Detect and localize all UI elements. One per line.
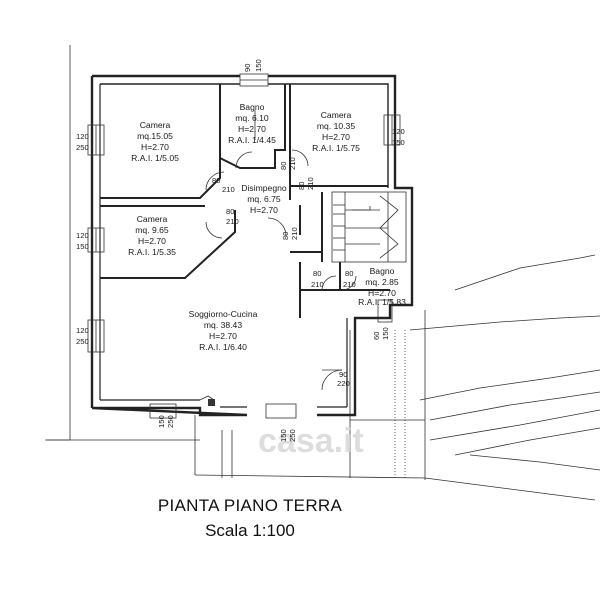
svg-text:R.A.I. 1/5.83: R.A.I. 1/5.83 — [358, 297, 406, 307]
svg-text:R.A.I. 1/5.05: R.A.I. 1/5.05 — [131, 153, 179, 163]
svg-text:Camera: Camera — [140, 120, 171, 130]
svg-text:80: 80 — [226, 207, 234, 216]
watermark: casa.it — [258, 422, 364, 460]
svg-text:H=2.70: H=2.70 — [238, 124, 266, 134]
svg-text:H=2.70: H=2.70 — [368, 288, 396, 298]
svg-text:H=2.70: H=2.70 — [209, 331, 237, 341]
svg-text:220: 220 — [337, 379, 350, 388]
svg-text:210: 210 — [226, 217, 239, 226]
svg-text:250: 250 — [76, 337, 89, 346]
room-camera-2: Camera mq. 10.35 H=2.70 R.A.I. 1/5.75 — [312, 110, 360, 153]
svg-text:60: 60 — [372, 332, 381, 340]
interior-walls — [100, 84, 390, 318]
svg-text:mq. 38.43: mq. 38.43 — [204, 320, 242, 330]
svg-text:250: 250 — [288, 429, 297, 442]
door-swings — [205, 149, 357, 391]
svg-text:210: 210 — [288, 157, 297, 170]
svg-text:210: 210 — [306, 177, 315, 190]
svg-text:120: 120 — [76, 326, 89, 335]
plan-title: PIANTA PIANO TERRA — [157, 496, 343, 515]
svg-text:R.A.I. 1/5.35: R.A.I. 1/5.35 — [128, 247, 176, 257]
svg-text:150: 150 — [381, 327, 390, 340]
room-soggiorno-cucina: Soggiorno-Cucina mq. 38.43 H=2.70 R.A.I.… — [189, 309, 258, 352]
staircase — [331, 191, 407, 263]
svg-text:mq.15.05: mq.15.05 — [137, 131, 173, 141]
svg-text:80: 80 — [313, 269, 321, 278]
svg-text:120: 120 — [392, 127, 405, 136]
room-camera-1: Camera mq.15.05 H=2.70 R.A.I. 1/5.05 — [131, 120, 179, 163]
svg-text:120: 120 — [76, 132, 89, 141]
room-bagno-2: Bagno mq. 2.85 H=2.70 R.A.I. 1/5.83 — [358, 266, 406, 307]
svg-text:Bagno: Bagno — [240, 102, 265, 112]
svg-text:80: 80 — [281, 232, 290, 240]
site-lines — [45, 45, 601, 501]
svg-text:150: 150 — [157, 415, 166, 428]
svg-text:R.A.I. 1/5.75: R.A.I. 1/5.75 — [312, 143, 360, 153]
svg-text:mq. 2.85: mq. 2.85 — [365, 277, 399, 287]
svg-text:H=2.70: H=2.70 — [250, 205, 278, 215]
svg-text:210: 210 — [290, 227, 299, 240]
svg-text:150: 150 — [279, 429, 288, 442]
svg-text:150: 150 — [392, 138, 405, 147]
plan-scale: Scala 1:100 — [205, 521, 295, 540]
svg-text:Soggiorno-Cucina: Soggiorno-Cucina — [189, 309, 258, 319]
svg-text:250: 250 — [76, 143, 89, 152]
svg-text:80: 80 — [212, 176, 220, 185]
svg-text:mq. 9.65: mq. 9.65 — [135, 225, 169, 235]
svg-text:R.A.I. 1/6.40: R.A.I. 1/6.40 — [199, 342, 247, 352]
outer-walls — [90, 74, 414, 417]
svg-text:Camera: Camera — [321, 110, 352, 120]
svg-text:120: 120 — [76, 231, 89, 240]
svg-text:210: 210 — [343, 280, 356, 289]
svg-text:Disimpegno: Disimpegno — [241, 183, 287, 193]
svg-text:Camera: Camera — [137, 214, 168, 224]
svg-text:80: 80 — [297, 182, 306, 190]
room-disimpegno: Disimpegno mq. 6.75 H=2.70 — [241, 183, 287, 215]
svg-text:90: 90 — [339, 370, 347, 379]
svg-text:Bagno: Bagno — [370, 266, 395, 276]
svg-text:mq. 6.75: mq. 6.75 — [247, 194, 281, 204]
svg-text:H=2.70: H=2.70 — [141, 142, 169, 152]
svg-text:150: 150 — [254, 59, 263, 72]
svg-text:mq. 6.10: mq. 6.10 — [235, 113, 269, 123]
svg-text:H=2.70: H=2.70 — [138, 236, 166, 246]
dimension-labels: 120 250 120 150 120 250 120 150 90 150 8… — [76, 59, 405, 442]
windows — [87, 73, 401, 419]
svg-text:80: 80 — [279, 162, 288, 170]
svg-text:R.A.I. 1/4.45: R.A.I. 1/4.45 — [228, 135, 276, 145]
svg-text:250: 250 — [166, 415, 175, 428]
svg-text:210: 210 — [311, 280, 324, 289]
room-bagno-1: Bagno mq. 6.10 H=2.70 R.A.I. 1/4.45 — [228, 102, 276, 145]
svg-text:150: 150 — [76, 242, 89, 251]
svg-text:mq. 10.35: mq. 10.35 — [317, 121, 355, 131]
svg-text:90: 90 — [243, 64, 252, 72]
fixtures — [199, 110, 256, 406]
svg-text:210: 210 — [222, 185, 235, 194]
room-camera-3: Camera mq. 9.65 H=2.70 R.A.I. 1/5.35 — [128, 214, 176, 257]
svg-text:H=2.70: H=2.70 — [322, 132, 350, 142]
svg-text:80: 80 — [345, 269, 353, 278]
